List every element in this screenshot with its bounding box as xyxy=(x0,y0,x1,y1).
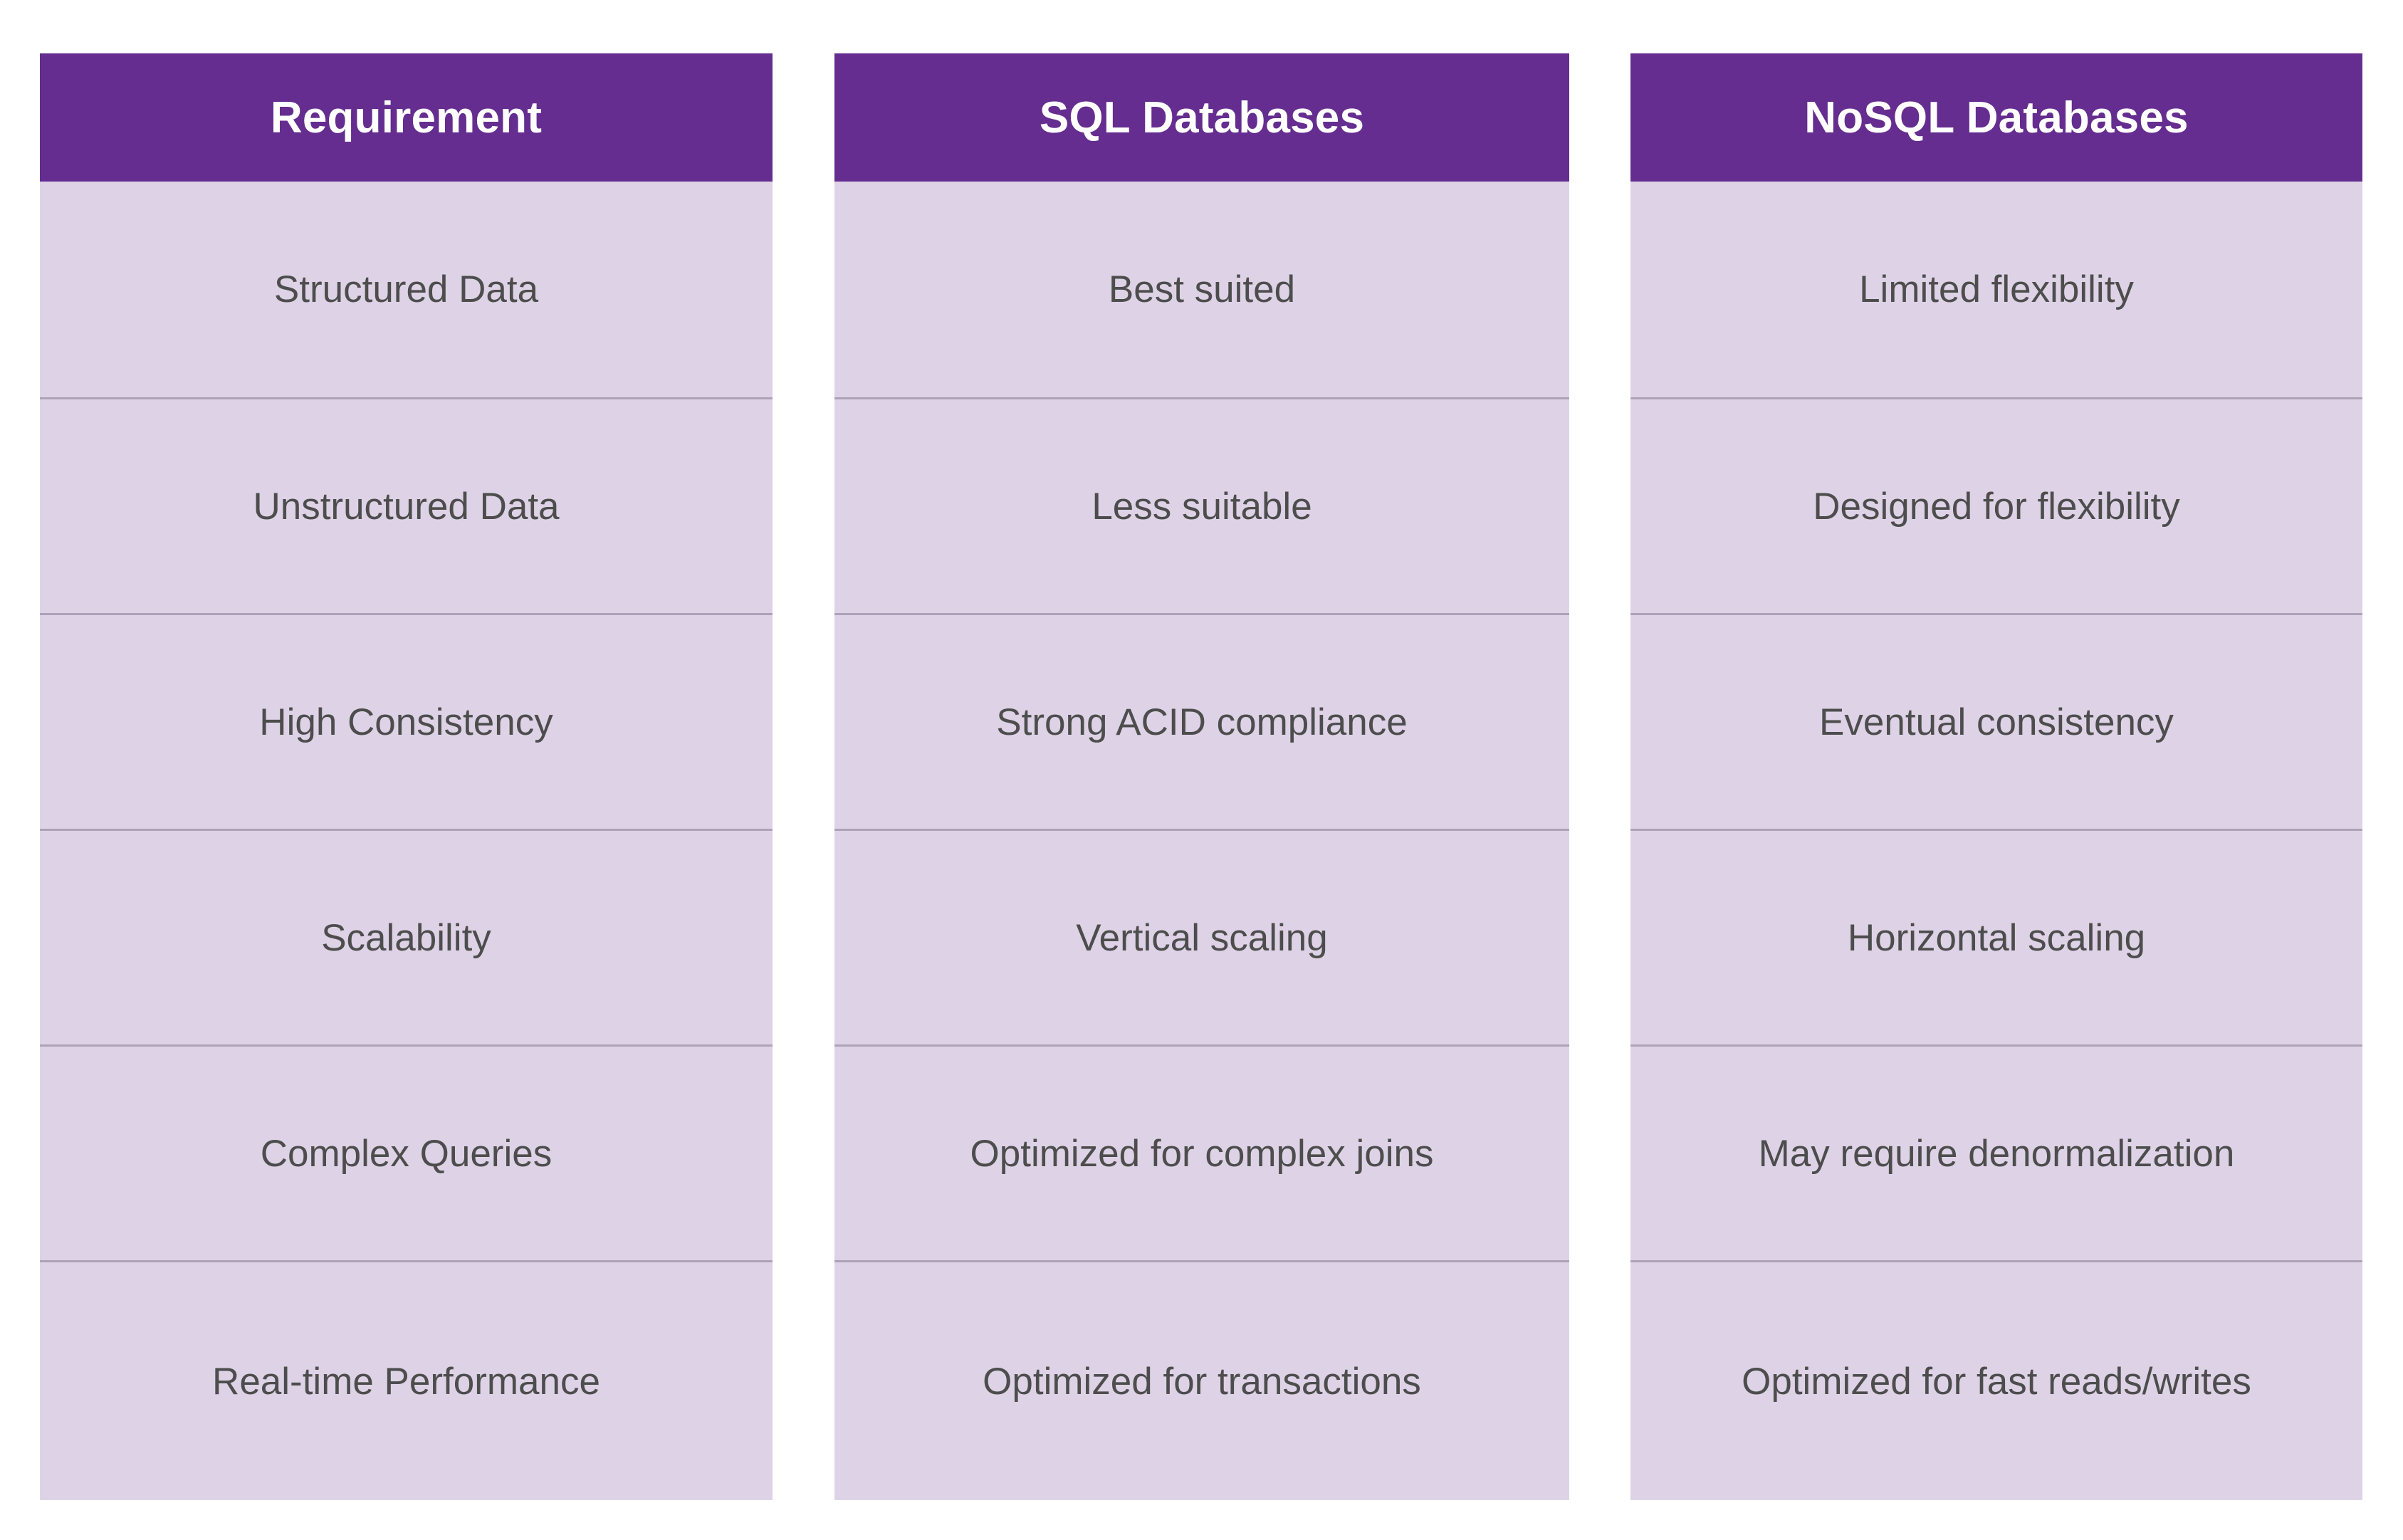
table-cell: Optimized for complex joins xyxy=(834,1044,1569,1260)
table-cell: Strong ACID compliance xyxy=(834,613,1569,829)
table-cell: High Consistency xyxy=(40,613,773,829)
column-body-sql-databases: Best suited Less suitable Strong ACID co… xyxy=(834,182,1569,1500)
table-cell: Horizontal scaling xyxy=(1630,829,2362,1044)
column-header-sql-databases: SQL Databases xyxy=(834,53,1569,182)
table-cell: Eventual consistency xyxy=(1630,613,2362,829)
column-body-requirement: Structured Data Unstructured Data High C… xyxy=(40,182,773,1500)
table-cell: Scalability xyxy=(40,829,773,1044)
table-cell: Structured Data xyxy=(273,268,539,310)
column-header-nosql-databases: NoSQL Databases xyxy=(1630,53,2362,182)
table-column-nosql-databases: NoSQL Databases Limited flexibility Desi… xyxy=(1630,53,2362,1500)
table-cell: Unstructured Data xyxy=(40,397,773,613)
table-cell: Optimized for transactions xyxy=(834,1260,1569,1500)
table-cell: Complex Queries xyxy=(40,1044,773,1260)
table-cell: May require denormalization xyxy=(1630,1044,2362,1260)
table-cell: Real-time Performance xyxy=(40,1260,773,1500)
table-cell: Best suited xyxy=(1108,268,1296,310)
column-header-requirement: Requirement xyxy=(40,53,773,182)
table-column-sql-databases: SQL Databases Best suited Less suitable … xyxy=(834,53,1569,1500)
table-cell: Optimized for fast reads/writes xyxy=(1630,1260,2362,1500)
column-body-nosql-databases: Limited flexibility Designed for flexibi… xyxy=(1630,182,2362,1500)
table-column-requirement: Requirement Structured Data Unstructured… xyxy=(40,53,773,1500)
table-cell: Limited flexibility xyxy=(1859,268,2134,310)
table-cell: Designed for flexibility xyxy=(1630,397,2362,613)
table-cell: Vertical scaling xyxy=(834,829,1569,1044)
table-cell: Less suitable xyxy=(834,397,1569,613)
